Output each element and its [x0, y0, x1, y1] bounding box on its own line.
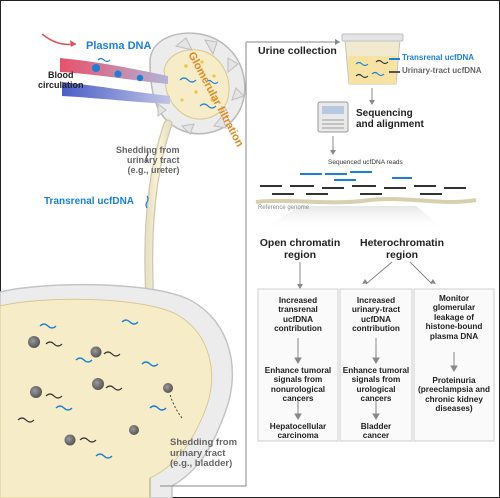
- shedding-bladder-line-2: urinary tract: [170, 447, 226, 459]
- open-chromatin-line-1: Open chromatin: [259, 237, 341, 249]
- col2-middle-line: signals from: [351, 375, 401, 385]
- shedding-ureter-line-2: urinary tract: [126, 155, 180, 166]
- ureter: [144, 119, 173, 305]
- open-chromatin-line-2: region: [283, 248, 317, 261]
- legend-urinary-label: Urinary-tract ucfDNA: [402, 66, 482, 75]
- col2-top-line: urinary-tract: [351, 305, 401, 315]
- shedding-ureter-line-1: Shedding from: [116, 145, 180, 155]
- col3-middle-line: diseases): [435, 404, 473, 414]
- col1-middle-text: Enhance tumoral signals from nonurologic…: [265, 366, 331, 404]
- sequencing-line-2: and alignment: [356, 119, 424, 131]
- sequencing-label: Sequencing and alignment: [356, 108, 424, 130]
- col2-top-line: Increased: [356, 296, 396, 305]
- heterochromatin-label: Heterochromatin region: [359, 237, 445, 262]
- col3-top-line: leakage of: [433, 312, 475, 322]
- urine-collection-label: Urine collection: [258, 45, 337, 57]
- col3-top-line: glomerular: [432, 303, 476, 313]
- shedding-bladder-line-1: Shedding from: [170, 437, 238, 448]
- col3-top-text: Monitor glomerular leakage of histone-bo…: [426, 294, 483, 341]
- shedding-bladder-line-3: (e.g., bladder): [170, 458, 233, 470]
- sequencer-icon: [317, 101, 349, 133]
- col1-middle-line: nonurological: [270, 384, 326, 394]
- heterochromatin-line-1: Heterochromatin: [359, 237, 445, 249]
- col3-top-line: plasma DNA: [429, 331, 479, 341]
- open-chromatin-label: Open chromatin region: [259, 237, 341, 262]
- transrenal-ucfdna-label: Transrenal ucfDNA: [44, 196, 135, 207]
- bladder: [0, 283, 233, 498]
- urine-cup: [341, 33, 404, 85]
- col3-middle-line: chronic kidney: [425, 394, 483, 404]
- col3-middle-line: (preeclampsia and: [418, 385, 490, 395]
- col1-top-text: Increased transrenal ucfDNA contribution: [274, 296, 322, 334]
- sequencing-line-1: Sequencing: [356, 108, 413, 119]
- shedding-ureter-label: Shedding from urinary tract (e.g., urete…: [116, 145, 180, 175]
- col1-top-line: contribution: [274, 324, 322, 334]
- col1-top-line: ucfDNA: [282, 314, 314, 324]
- reference-genome-bar: [255, 197, 477, 205]
- sequenced-reads-label: Sequenced ucfDNA reads: [328, 159, 403, 166]
- col2-bottom-line: Bladder: [360, 422, 392, 431]
- col3-middle-line: Proteinuria: [432, 376, 476, 385]
- heterochromatin-line-2: region: [385, 248, 419, 261]
- col2-top-line: ucfDNA: [360, 314, 392, 324]
- col1-top-line: transrenal: [278, 305, 318, 315]
- blood-circulation-line-1: Blood: [48, 70, 74, 80]
- col1-bottom-text: Hepatocellular carcinoma: [270, 422, 326, 441]
- col2-middle-text: Enhance tumoral signals from urological …: [343, 366, 409, 404]
- kidney: [149, 32, 246, 135]
- col1-bottom-line: Hepatocellular: [269, 422, 327, 431]
- blood-vessels: [41, 33, 170, 104]
- reference-genome-label: Reference genome: [258, 205, 310, 211]
- col1-middle-line: cancers: [282, 394, 314, 404]
- col2-middle-line: Enhance tumoral: [342, 366, 410, 375]
- col2-middle-line: cancers: [360, 394, 392, 404]
- plasma-dna-label: Plasma DNA: [86, 40, 152, 52]
- col1-middle-line: Enhance tumoral: [264, 366, 332, 375]
- col2-bottom-line: cancer: [362, 431, 390, 441]
- col2-top-line: contribution: [352, 324, 400, 334]
- col3-top-line: Monitor: [438, 294, 470, 303]
- col3-middle-text: Proteinuria (preeclampsia and chronic ki…: [418, 376, 490, 414]
- col2-middle-line: urological: [356, 384, 396, 394]
- col1-bottom-line: carcinoma: [277, 431, 319, 441]
- col1-middle-line: signals from: [273, 375, 323, 385]
- flow-line: [160, 42, 247, 487]
- legend-transrenal-label: Transrenal ucfDNA: [402, 53, 475, 62]
- blood-circulation-line-2: circulation: [38, 80, 84, 91]
- focus-funnel: [262, 206, 446, 230]
- col3-top-line: histone-bound: [425, 322, 483, 332]
- shedding-ureter-line-3: (e.g., ureter): [127, 165, 180, 176]
- col2-top-text: Increased urinary-tract ucfDNA contribut…: [352, 296, 400, 334]
- blood-circulation-label: Blood circulation: [38, 70, 84, 90]
- shedding-bladder-label: Shedding from urinary tract (e.g., bladd…: [170, 437, 238, 470]
- sequenced-reads: [260, 171, 466, 195]
- col1-top-line: Increased: [278, 296, 318, 305]
- col2-bottom-text: Bladder cancer: [361, 422, 391, 441]
